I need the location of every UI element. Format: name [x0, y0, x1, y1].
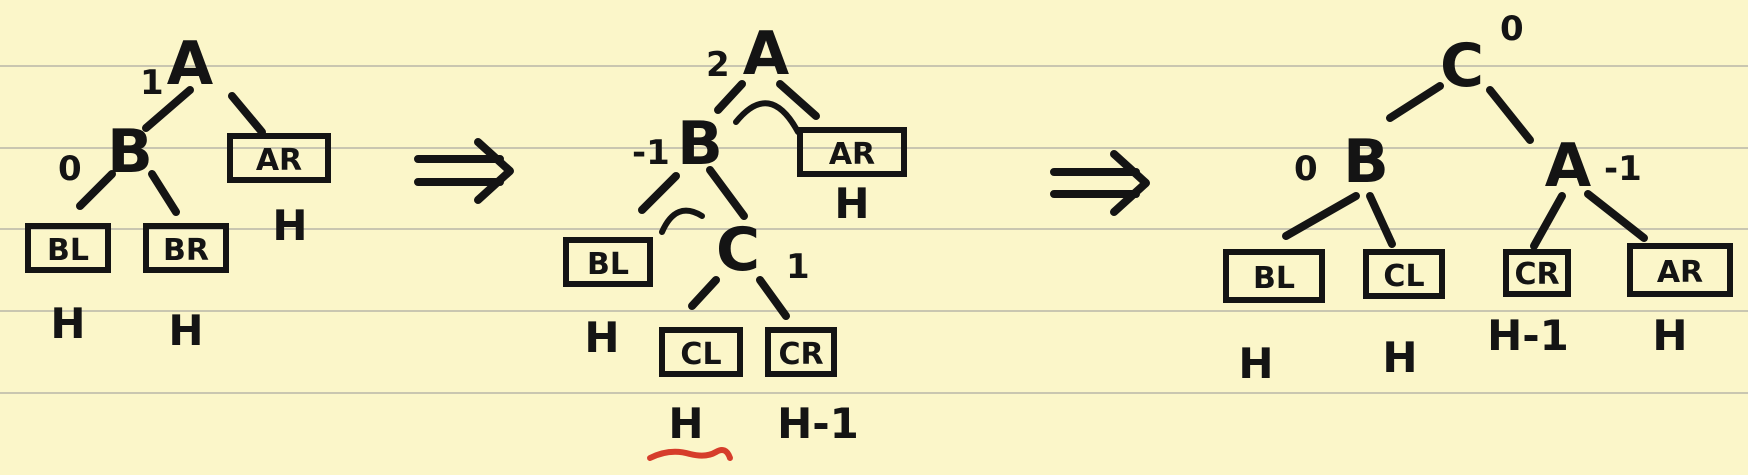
node-a-balance: -1 — [1604, 149, 1642, 189]
subtree-label: CR — [778, 337, 823, 372]
root-node-a: A — [167, 29, 214, 99]
edge-c-b — [1386, 82, 1444, 122]
diagram-1: 1 A 0 B BL H BR H AR H — [25, 29, 331, 355]
root-node-a: A — [743, 19, 790, 89]
subtree-height: H — [1652, 311, 1687, 360]
subtree-label: CL — [1383, 259, 1424, 294]
subtree-cr: CR H-1 — [1487, 249, 1571, 360]
edge-b-cl — [1366, 192, 1396, 248]
highlight-underline — [647, 447, 733, 461]
root-balance: 0 — [1500, 9, 1524, 49]
subtree-cl: CL H — [659, 327, 743, 448]
edge-a-ar — [776, 80, 820, 120]
subtree-bl: BL H — [563, 237, 653, 362]
rotation-arc-right — [733, 100, 801, 135]
node-b-balance: 0 — [1294, 149, 1318, 189]
edge-a-ar — [228, 92, 266, 136]
subtree-label: CR — [1514, 257, 1559, 292]
subtree-height: H — [272, 201, 307, 250]
node-c-balance: 1 — [786, 247, 810, 287]
implies-arrow — [1050, 150, 1150, 216]
edge-c-cl — [688, 276, 720, 310]
diagram-2: 2 A -1 B C 1 AR H BL H CL H CR H-1 — [563, 19, 907, 461]
subtree-height: H — [834, 179, 869, 228]
node-c: C — [716, 215, 760, 285]
edge-a-ar — [1584, 190, 1648, 242]
node-b: B — [107, 117, 153, 187]
subtree-height: H — [584, 313, 619, 362]
subtree-height: H-1 — [1487, 311, 1569, 360]
ruled-lines — [0, 65, 1748, 394]
subtree-ar: AR H — [1627, 243, 1733, 360]
subtree-height: H — [50, 299, 85, 348]
subtree-height: H — [668, 399, 703, 448]
edge-b-c — [706, 166, 748, 220]
node-b: B — [1343, 127, 1389, 197]
subtree-cl: CL H — [1363, 249, 1445, 382]
subtree-label: BL — [587, 247, 629, 282]
node-a: A — [1545, 131, 1592, 201]
subtree-height: H-1 — [777, 399, 859, 448]
rotation-arc-left — [659, 207, 705, 235]
edge-b-bl — [1282, 192, 1360, 240]
diagram-3: C 0 0 B A -1 BL H CL H CR H-1 AR H — [1223, 9, 1733, 388]
subtree-label: BL — [47, 233, 89, 268]
subtree-bl: BL H — [25, 223, 111, 348]
subtree-ar: AR H — [227, 133, 331, 250]
subtree-ar: AR H — [797, 127, 907, 228]
subtree-cr: CR H-1 — [765, 327, 859, 448]
subtree-label: BL — [1253, 261, 1295, 296]
edge-a-cr — [1530, 192, 1566, 250]
edge-b-br — [148, 170, 180, 216]
edge-c-a — [1486, 86, 1534, 144]
edge-b-bl — [638, 172, 680, 214]
subtree-label: BR — [163, 233, 209, 268]
edge-a-b — [714, 80, 746, 114]
subtree-height: H — [1382, 333, 1417, 382]
subtree-label: AR — [1657, 255, 1703, 290]
subtree-height: H — [168, 306, 203, 355]
subtree-br: BR H — [143, 223, 229, 355]
node-b-balance: -1 — [632, 133, 670, 173]
edge-a-b — [142, 86, 194, 132]
subtree-label: AR — [256, 143, 302, 178]
edge-c-cr — [756, 276, 790, 320]
root-balance: 2 — [706, 45, 730, 85]
root-balance: 1 — [140, 63, 164, 103]
subtree-bl: BL H — [1223, 249, 1325, 388]
node-b: B — [677, 109, 723, 179]
edge-b-bl — [76, 170, 116, 210]
root-node-c: C — [1440, 31, 1484, 101]
implies-arrow — [414, 138, 514, 204]
subtree-label: AR — [829, 137, 875, 172]
node-b-balance: 0 — [58, 149, 82, 189]
subtree-label: CL — [680, 337, 721, 372]
subtree-height: H — [1238, 339, 1273, 388]
